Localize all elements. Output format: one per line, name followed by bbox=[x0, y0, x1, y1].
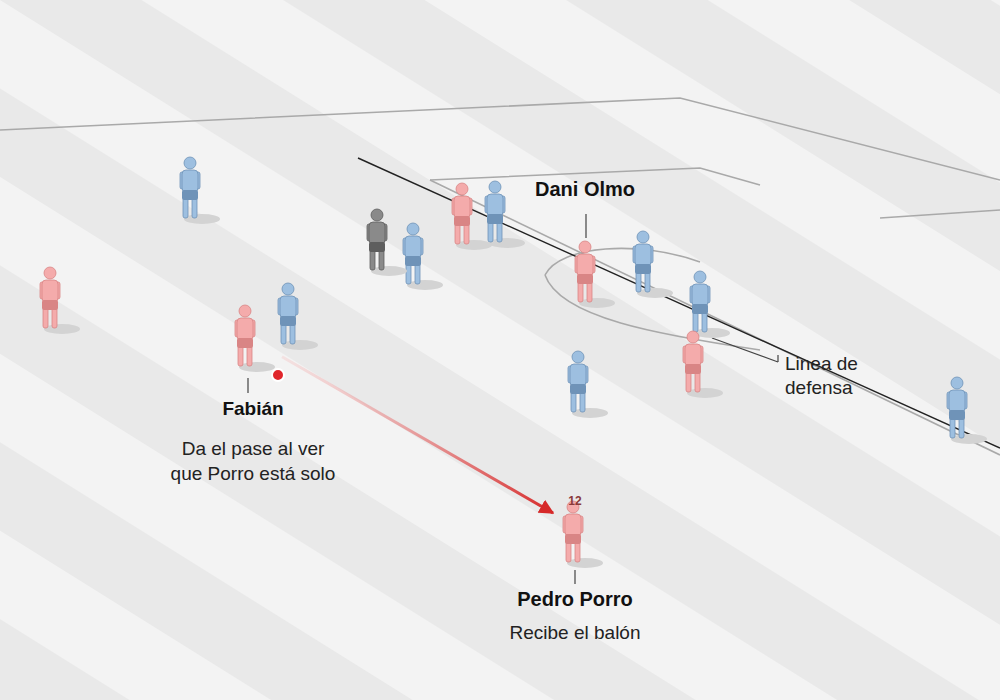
player-figure bbox=[278, 283, 318, 350]
ball bbox=[272, 369, 284, 381]
defense-line bbox=[358, 158, 1000, 448]
players bbox=[40, 157, 987, 568]
player-note: Recibe el balón bbox=[510, 620, 641, 645]
player-name: Pedro Porro bbox=[517, 588, 633, 611]
player-figure bbox=[633, 231, 673, 298]
player-figure bbox=[485, 181, 525, 248]
player-node: FabiánDa el pase al ver que Porro está s… bbox=[224, 300, 282, 380]
player-figure bbox=[575, 241, 615, 308]
player-note: Da el pase al ver que Porro está solo bbox=[164, 436, 342, 486]
player-figure bbox=[690, 271, 730, 338]
player-figure bbox=[40, 267, 80, 334]
player-node: Dani Olmo bbox=[568, 240, 602, 306]
player-figure bbox=[563, 501, 603, 568]
player-figure bbox=[947, 377, 987, 444]
player-figure bbox=[403, 223, 443, 290]
player-name: Fabián bbox=[222, 398, 283, 420]
callout-label: Linea de defensa bbox=[785, 352, 895, 400]
player-figure bbox=[452, 183, 492, 250]
player-node: 12Pedro PorroRecibe el balón bbox=[556, 480, 594, 572]
player-figure bbox=[683, 331, 723, 398]
pitch-lines bbox=[0, 98, 1000, 455]
player-figure bbox=[568, 351, 608, 418]
label-text: 12 bbox=[568, 494, 581, 508]
leader-lines bbox=[248, 214, 778, 584]
player-figure bbox=[235, 305, 275, 372]
player-name: Dani Olmo bbox=[535, 178, 635, 201]
player-figure bbox=[367, 209, 407, 276]
pass-arrow bbox=[282, 357, 553, 513]
player-figure bbox=[180, 157, 220, 224]
